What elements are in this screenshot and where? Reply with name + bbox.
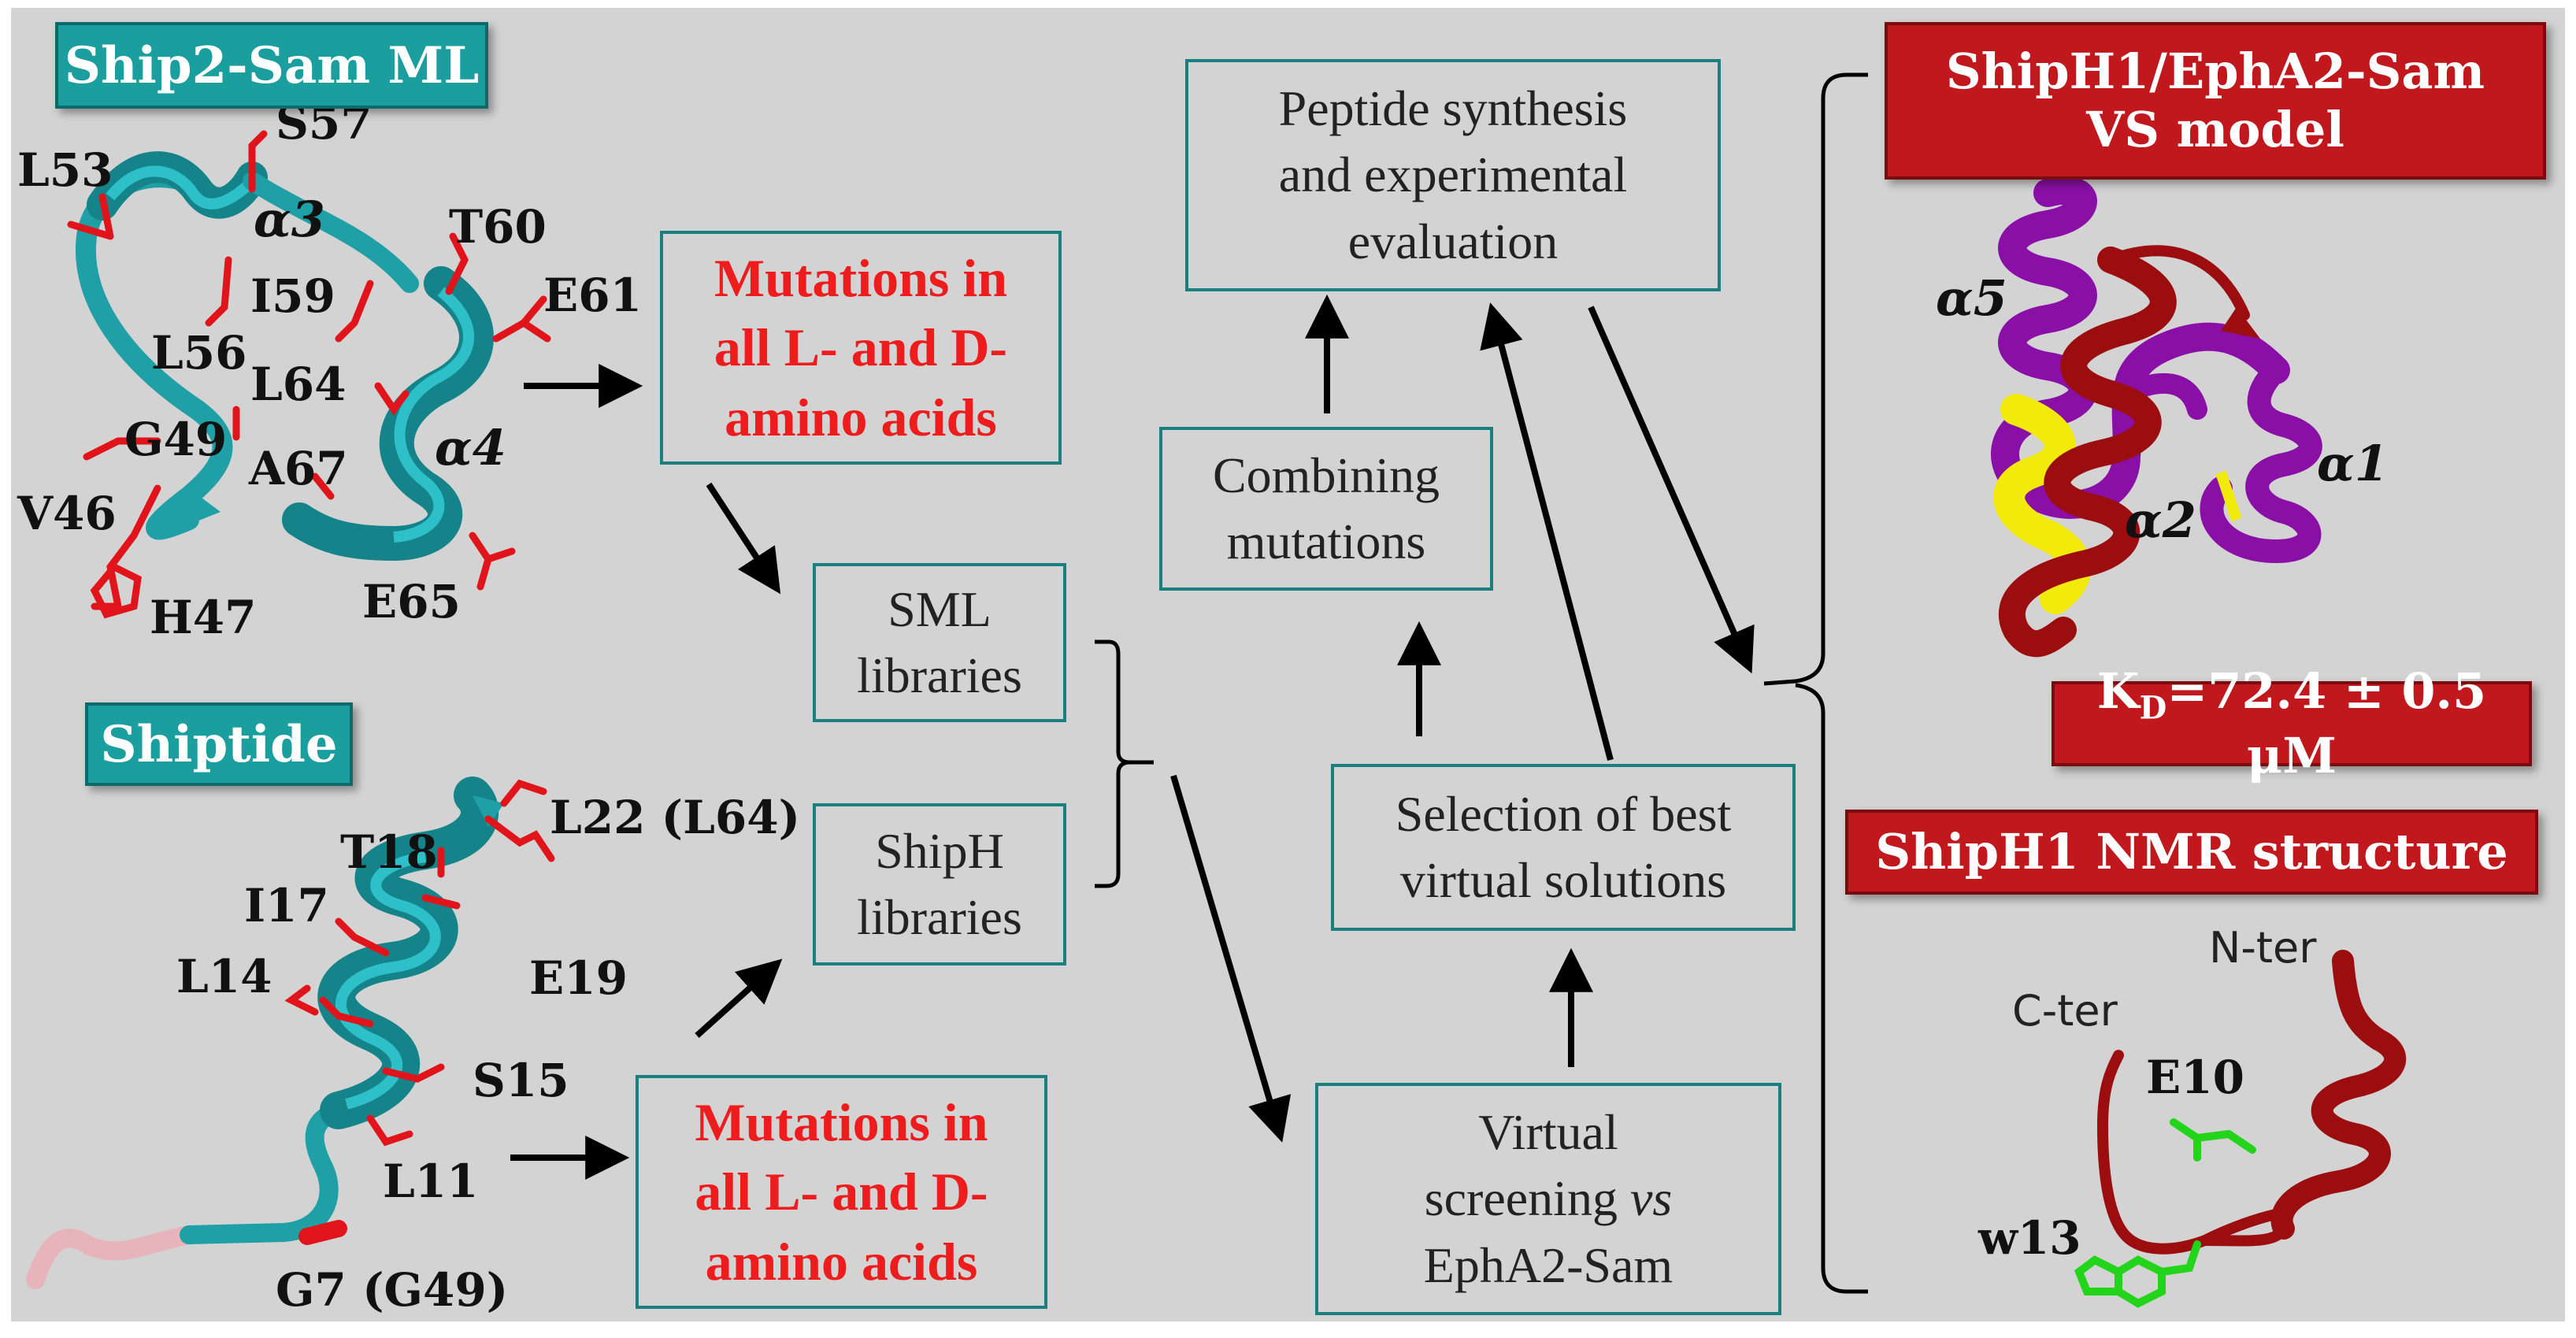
vs-model-label: ShipH1/EphA2-Sam VS model [1885,22,2546,180]
shiph-libraries-box: ShipH libraries [813,803,1066,966]
results-bracket [1763,72,1868,1294]
mutations-box-top: Mutations in all L- and D- amino acids [660,231,1062,465]
res-l11: L11 [383,1155,479,1208]
arrow-to-sml [706,482,781,595]
alpha1-label: α1 [2317,435,2389,492]
shiph-libraries-text: ShipH libraries [857,822,1022,945]
sml-libraries-text: SML libraries [857,580,1022,703]
virtual-screening-text: Virtual screening vs EphA2-Sam [1424,1099,1673,1299]
res-v46: V46 [17,487,117,540]
w13-side-chain [2074,1240,2201,1308]
shiptide-helix [317,776,499,1129]
side-chains-ship2 [67,130,551,610]
res-l64: L64 [250,358,347,411]
vs-line2-text: screening [1424,1170,1630,1227]
nmr-structure-label: ShipH1 NMR structure [1845,810,2538,895]
res-t18: T18 [340,825,438,879]
kd-subscript: D [2139,689,2167,726]
alpha2-label: α2 [2125,491,2196,549]
flow-arrows [510,294,1755,1180]
vs-italic: vs [1629,1170,1673,1227]
combining-mutations-box: Combining mutations [1159,427,1493,591]
e10-side-chain [2170,1118,2256,1162]
res-h47: H47 [150,591,257,644]
res-g7: G7 (G49) [276,1263,508,1317]
mutations-bottom-text: Mutations in all L- and D- amino acids [695,1092,988,1292]
shiptide-label: Shiptide [85,702,353,786]
vs-line1: Virtual [1478,1103,1618,1160]
alpha4-label: α4 [435,419,506,476]
res-l53: L53 [17,143,113,197]
arrow-to-vs-model [1588,306,1755,674]
arrow-selection-to-peptide [1480,302,1614,762]
selection-text: Selection of best virtual solutions [1395,785,1732,908]
res-s15: S15 [473,1054,569,1107]
arrow-to-virtual-screening [1170,774,1292,1143]
mutations-box-bottom: Mutations in all L- and D- amino acids [636,1075,1047,1309]
res-w13: w13 [1977,1211,2081,1265]
helix-alpha3 [87,151,268,221]
kd-value: =72.4 ± 0.5 μM [2166,662,2487,784]
arrow-to-shiph [695,958,783,1038]
virtual-screening-box: Virtual screening vs EphA2-Sam [1315,1083,1781,1315]
selection-box: Selection of best virtual solutions [1331,764,1796,931]
peptide-synthesis-text: Peptide synthesis and experimental evalu… [1278,80,1628,269]
res-i59: I59 [250,269,335,323]
mutations-top-text: Mutations in all L- and D- amino acids [713,247,1008,447]
vs-line2: screening vs [1424,1166,1673,1232]
vs-model-structure: α5 α1 α2 [1936,176,2389,658]
vs-model-text: ShipH1/EphA2-Sam VS model [1945,42,2485,158]
res-l56: L56 [151,326,247,380]
alpha3-label: α3 [254,191,325,248]
vs-line3: EphA2-Sam [1423,1236,1673,1293]
res-e65: E65 [362,575,461,628]
ship2-sam-ml-label: Ship2-Sam ML [55,22,488,109]
sml-libraries-box: SML libraries [813,563,1066,722]
libraries-bracket [1095,639,1154,888]
res-i17: I17 [244,879,329,932]
res-l14: L14 [176,950,272,1003]
shiptide-text: Shiptide [100,714,338,774]
res-e19: E19 [529,951,628,1005]
nmr-structure: N-ter C-ter E10 w13 [1977,923,2407,1308]
nmr-structure-text: ShipH1 NMR structure [1875,822,2508,880]
kd-text: KD=72.4 ± 0.5 μM [2055,662,2529,786]
c-terminus-label: C-ter [2012,986,2118,1036]
ship2-sam-ml-text: Ship2-Sam ML [64,35,480,95]
res-l22: L22 (L64) [550,791,800,844]
res-a67: A67 [248,442,348,495]
kd-label: KD=72.4 ± 0.5 μM [2052,662,2532,784]
helix-alpha4 [282,266,494,562]
alpha5-label: α5 [1936,269,2007,327]
peptide-synthesis-box: Peptide synthesis and experimental evalu… [1185,59,1721,291]
side-chains-shiptide [284,779,555,1147]
res-t60: T60 [449,200,547,254]
res-g49: G49 [124,413,227,466]
ship2-sam-structure: L53 S57 α3 T60 I59 E61 L56 L64 G49 α4 A6… [17,96,642,644]
res-e61: E61 [543,269,642,322]
kd-symbol: K [2096,662,2140,720]
n-terminus-label: N-ter [2209,923,2317,973]
combining-mutations-text: Combining mutations [1212,447,1440,569]
shiptide-structure: T18 L22 (L64) I17 L14 E19 S15 L11 G7 (G4… [26,776,800,1317]
res-e10: E10 [2146,1051,2244,1104]
